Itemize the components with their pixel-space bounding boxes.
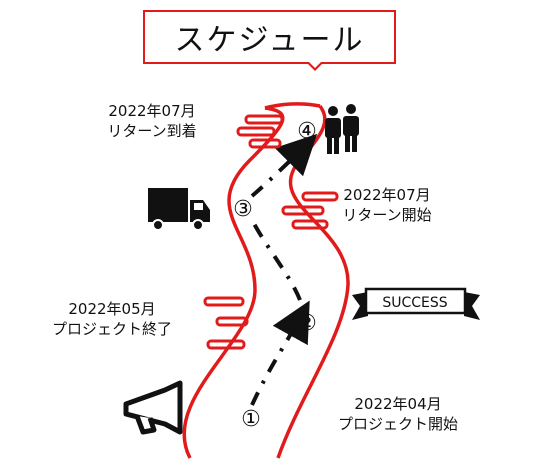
red-dash-group-right [281, 191, 339, 230]
milestone-4-date: 2022年07月 [108, 102, 196, 120]
milestone-label-4: 2022年07月 リターン到着 [82, 101, 222, 141]
title-box: スケジュール [143, 10, 396, 64]
progress-path [250, 300, 310, 406]
title-notch-inner [308, 61, 322, 68]
milestone-3-event: リターン開始 [342, 206, 432, 224]
milestone-3-date: 2022年07月 [343, 186, 431, 204]
red-dash-group-left [203, 296, 249, 350]
milestone-label-1: 2022年04月 プロジェクト開始 [322, 394, 474, 434]
success-banner-text: SUCCESS [382, 295, 447, 311]
truck-icon [148, 188, 210, 231]
megaphone-icon [123, 380, 183, 435]
milestone-1-event: プロジェクト開始 [337, 415, 458, 433]
road-left-edge [182, 106, 285, 459]
milestone-label-3: 2022年07月 リターン開始 [332, 185, 442, 225]
milestone-2-event: プロジェクト終了 [51, 320, 172, 338]
milestone-marker-3: ③ [233, 197, 253, 222]
milestone-label-2: 2022年05月 プロジェクト終了 [36, 299, 188, 339]
success-banner-icon: SUCCESS [352, 287, 480, 320]
milestone-2-date: 2022年05月 [68, 300, 156, 318]
milestone-marker-4: ④ [297, 119, 317, 144]
progress-path-3 [250, 133, 318, 198]
page-title: スケジュール [174, 23, 365, 58]
progress-path-2 [250, 219, 302, 301]
milestone-marker-2: ② [297, 311, 317, 336]
red-dash-group-top [236, 114, 284, 149]
road-tip [264, 102, 321, 110]
milestone-1-date: 2022年04月 [354, 395, 442, 413]
milestone-marker-1: ① [241, 407, 261, 432]
milestone-4-event: リターン到着 [107, 122, 197, 140]
people-icon [325, 104, 359, 154]
